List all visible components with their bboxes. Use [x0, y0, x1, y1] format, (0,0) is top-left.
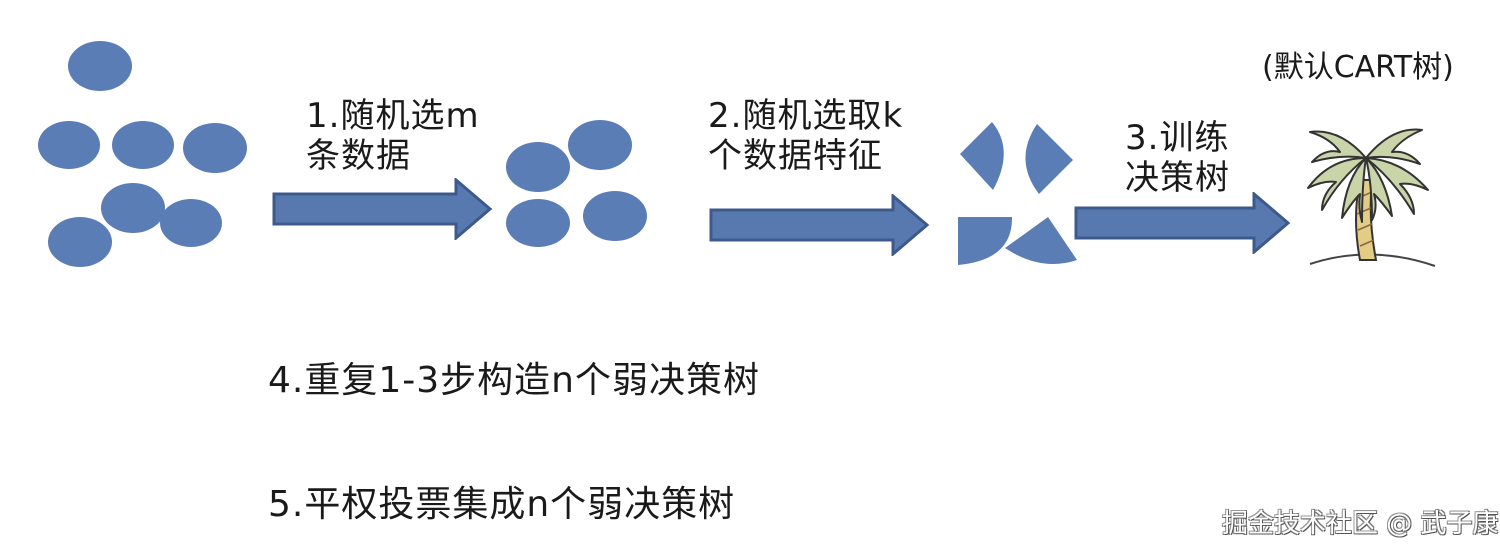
step-1-label: 1.随机选m 条数据 — [306, 96, 480, 176]
sampled-data-shapes — [500, 115, 650, 250]
full-dataset-shapes — [30, 35, 260, 275]
step-2-label: 2.随机选取k 个数据特征 — [708, 96, 903, 176]
step-1-line-2: 条数据 — [306, 136, 411, 176]
step-4-text: 4.重复1-3步构造n个弱决策树 — [268, 360, 760, 401]
step-3-label: 3.训练 决策树 — [1125, 118, 1230, 198]
tree-type-note: (默认CART树) — [1262, 50, 1454, 85]
step-2-line-1: 2.随机选取k — [708, 96, 904, 136]
step-3-line-1: 3.训练 — [1125, 118, 1230, 158]
step-5-text: 5.平权投票集成n个弱决策树 — [268, 484, 736, 525]
arrow-right-icon — [1074, 192, 1292, 254]
step-3-line-2: 决策树 — [1125, 158, 1230, 198]
arrow-right-icon — [709, 194, 931, 256]
watermark: 掘金技术社区 @ 武子康 — [1222, 509, 1499, 539]
step-1-line-1: 1.随机选m — [306, 96, 480, 136]
arrow-right-icon — [272, 178, 494, 240]
feature-wedge-shapes — [955, 120, 1080, 270]
palm-tree-icon — [1300, 118, 1440, 273]
step-2-line-2: 个数据特征 — [708, 136, 883, 176]
